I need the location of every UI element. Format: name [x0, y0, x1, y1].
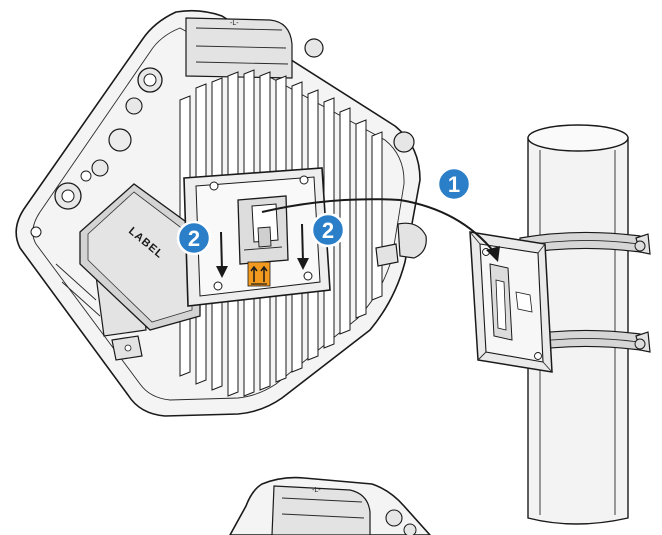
svg-text:-L-: -L- [312, 487, 321, 494]
step-badge-one: 1 [438, 168, 470, 200]
step-number-one: 1 [448, 172, 460, 197]
step-number-two-right: 2 [322, 218, 334, 243]
up-arrows-warning-icon [248, 262, 270, 286]
step-number-two-left: 2 [188, 226, 200, 251]
svg-text:-L-: -L- [230, 20, 239, 27]
step-badge-two-left: 2 [178, 222, 210, 254]
step-badge-two-right: 2 [312, 214, 344, 246]
radio-unit-device-lower: -L- [230, 478, 430, 535]
radio-unit-device: -L- [16, 11, 426, 416]
